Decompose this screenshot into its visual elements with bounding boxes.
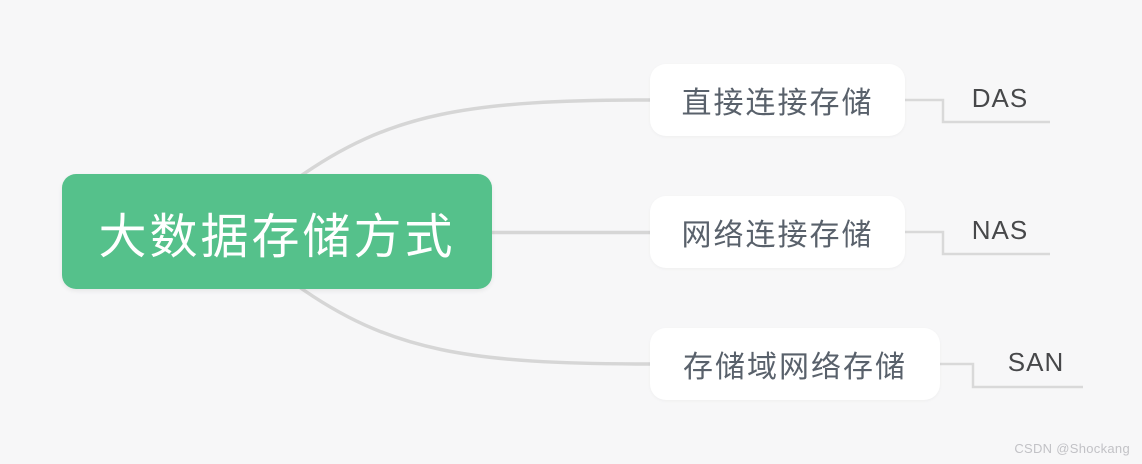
tag-das[interactable]: DAS — [971, 83, 1029, 113]
watermark: CSDN @Shockang — [1014, 441, 1130, 456]
root-node-label: 大数据存储方式 — [98, 210, 456, 264]
tag-nas[interactable]: NAS — [971, 215, 1029, 245]
connector-root-to-branch-1 — [293, 98, 653, 182]
branch-node-das[interactable]: 直接连接存储 — [650, 64, 905, 136]
branch-node-das-label: 直接连接存储 — [681, 87, 874, 120]
branch-node-nas-label: 网络连接存储 — [681, 219, 874, 252]
root-node[interactable]: 大数据存储方式 — [62, 174, 492, 289]
tag-san[interactable]: SAN — [1007, 347, 1065, 377]
branch-node-san-label: 存储域网络存储 — [683, 351, 907, 384]
branch-node-nas[interactable]: 网络连接存储 — [650, 196, 905, 268]
connector-branch-2-to-tag-nas — [905, 230, 1050, 256]
connector-branch-3-to-tag-san — [940, 362, 1083, 389]
branch-node-san[interactable]: 存储域网络存储 — [650, 328, 940, 400]
connector-branch-1-to-tag-das — [905, 98, 1050, 124]
connector-root-to-branch-3 — [293, 282, 653, 366]
